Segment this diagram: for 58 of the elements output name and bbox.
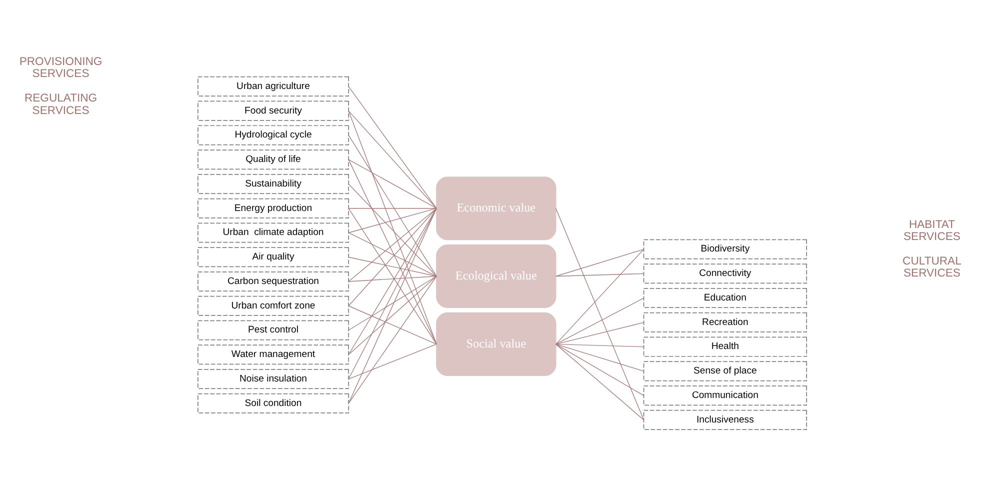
node-box: Urban climate adaption — [198, 222, 349, 243]
node-box: Ecological value — [436, 244, 556, 308]
label: HABITAT SERVICES — [904, 218, 960, 244]
connector — [555, 208, 644, 420]
connector — [555, 344, 644, 420]
connector — [348, 134, 437, 277]
node-box: Health — [643, 336, 808, 357]
node-box: Sense of place — [643, 361, 808, 382]
node-box: Water management — [198, 344, 349, 365]
connector — [348, 208, 437, 209]
connector — [348, 86, 437, 209]
node-box: Economic value — [436, 176, 556, 240]
connector — [555, 322, 644, 345]
connector — [348, 110, 437, 209]
node-box: Energy production — [198, 198, 349, 218]
connector — [555, 344, 644, 348]
connector — [348, 276, 437, 331]
connector — [348, 344, 437, 380]
connector — [348, 208, 437, 234]
connector — [348, 208, 437, 282]
node-box: Carbon sequestration — [198, 271, 349, 292]
node-box: Air quality — [198, 247, 349, 268]
node-box: Social value — [436, 312, 556, 376]
node-box: Education — [643, 288, 808, 308]
node-box: Connectivity — [643, 264, 808, 284]
connector — [348, 159, 437, 345]
connector — [348, 276, 437, 404]
label: REGULATING SERVICES — [24, 92, 98, 117]
connector — [348, 159, 437, 209]
connector — [348, 306, 437, 345]
connector — [348, 276, 437, 282]
node-box: Quality of life — [198, 150, 349, 170]
node-box: Food security — [198, 100, 349, 121]
node-box: Noise insulation — [198, 369, 349, 390]
connector — [555, 248, 644, 277]
node-box: Pest control — [198, 320, 349, 340]
node-box: Inclusiveness — [643, 410, 808, 430]
label: CULTURAL SERVICES — [902, 255, 962, 280]
node-box: Urban comfort zone — [198, 296, 349, 316]
node-box: Communication — [643, 386, 808, 406]
connector — [348, 276, 437, 355]
connector — [555, 344, 644, 372]
connector — [348, 184, 437, 277]
node-box: Hydrological cycle — [198, 125, 349, 146]
node-box: Urban agriculture — [198, 76, 349, 96]
connector — [348, 208, 437, 306]
connector — [555, 344, 644, 396]
connector — [555, 298, 644, 345]
node-box: Soil condition — [198, 393, 349, 414]
node-box: Sustainability — [198, 174, 349, 194]
connector — [348, 110, 437, 345]
connector — [348, 256, 437, 277]
connector — [555, 273, 644, 277]
node-box: Biodiversity — [643, 239, 808, 260]
connector — [555, 248, 644, 345]
connector — [348, 232, 437, 277]
label: PROVISIONING SERVICES — [19, 56, 102, 80]
node-box: Recreation — [643, 312, 808, 332]
